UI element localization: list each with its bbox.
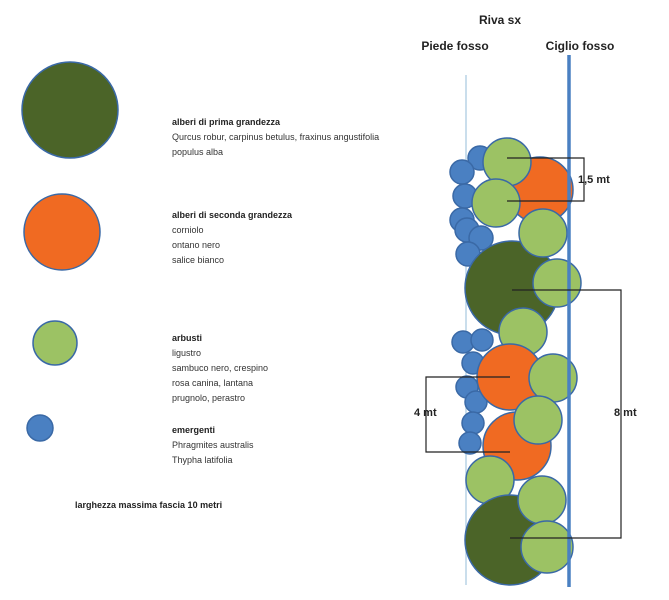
shrub-circle bbox=[513, 395, 563, 445]
legend-title: arbusti bbox=[172, 333, 202, 343]
legend-species: corniolo bbox=[172, 225, 204, 235]
legend-species: rosa canina, lantana bbox=[172, 378, 253, 388]
legend-title: alberi di seconda grandezza bbox=[172, 210, 293, 220]
emergent-plant-circle bbox=[461, 411, 485, 435]
riva-label: Riva sx bbox=[479, 13, 521, 27]
legend-species: Qurcus robur, carpinus betulus, fraxinus… bbox=[172, 132, 379, 142]
emergent-plant-circle bbox=[458, 431, 482, 455]
legend-species: prugnolo, perastro bbox=[172, 393, 245, 403]
ciglio-fosso-label: Ciglio fosso bbox=[546, 39, 615, 53]
legend-species: ontano nero bbox=[172, 240, 220, 250]
emergent-plant-circle bbox=[470, 328, 494, 352]
dimension-bracket-4 bbox=[425, 376, 510, 453]
emergent-plant-circle bbox=[449, 159, 475, 185]
legend-species: sambuco nero, crespino bbox=[172, 363, 268, 373]
shrub-circle bbox=[518, 208, 568, 258]
legend-species: populus alba bbox=[172, 147, 223, 157]
dimension-bracket-1-5 bbox=[507, 157, 585, 202]
piede-fosso-label: Piede fosso bbox=[421, 39, 488, 53]
legend-species: ligustro bbox=[172, 348, 201, 358]
legend-species: Thypha latifolia bbox=[172, 455, 233, 465]
shrub-circle bbox=[532, 258, 582, 308]
legend-title: emergenti bbox=[172, 425, 215, 435]
legend-symbol-2 bbox=[32, 320, 78, 366]
legend-symbol-1 bbox=[23, 193, 101, 271]
dimension-label-8: 8 mt bbox=[614, 407, 637, 419]
shrub-circle bbox=[471, 178, 521, 228]
shrub-circle bbox=[520, 520, 574, 574]
legend-species: Phragmites australis bbox=[172, 440, 254, 450]
dimension-label-4: 4 mt bbox=[414, 407, 437, 419]
legend-symbol-0 bbox=[21, 61, 119, 159]
shrub-circle bbox=[482, 137, 532, 187]
legend-title: alberi di prima grandezza bbox=[172, 117, 281, 127]
shrub-circle bbox=[517, 475, 567, 525]
dimension-label-1-5: 1,5 mt bbox=[578, 174, 610, 186]
legend-symbol-3 bbox=[26, 414, 54, 442]
dimension-bracket-8 bbox=[510, 289, 622, 539]
legend-species: salice bianco bbox=[172, 255, 224, 265]
max-width-note: larghezza massima fascia 10 metri bbox=[75, 500, 222, 510]
